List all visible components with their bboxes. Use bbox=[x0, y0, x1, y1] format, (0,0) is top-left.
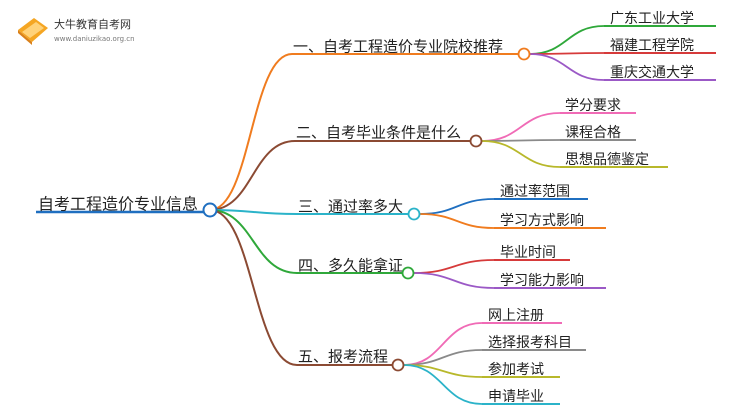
child-label: 福建工程学院 bbox=[610, 38, 694, 54]
child-connector bbox=[403, 364, 483, 405]
branch-connector bbox=[209, 209, 298, 274]
branch-node-circle bbox=[401, 266, 415, 280]
child-connector bbox=[419, 198, 495, 215]
child-connector bbox=[529, 53, 605, 81]
child-connector bbox=[481, 112, 561, 142]
child-label: 课程合格 bbox=[565, 125, 621, 141]
child-connector bbox=[529, 25, 605, 55]
book-icon bbox=[18, 18, 48, 45]
child-connector bbox=[419, 213, 495, 229]
child-label: 网上注册 bbox=[488, 308, 544, 324]
branch-connector bbox=[209, 140, 296, 211]
branch-connector bbox=[209, 209, 298, 215]
child-label: 思想品德鉴定 bbox=[565, 152, 649, 168]
brand-name: 大牛教育自考网 bbox=[54, 17, 131, 31]
brand-logo: 大牛教育自考网 www.daniuzikao.org.cn bbox=[14, 10, 174, 50]
child-label: 申请毕业 bbox=[488, 389, 544, 405]
branch-node-circle bbox=[407, 207, 421, 221]
branch-node-circle bbox=[469, 134, 483, 148]
child-connector bbox=[481, 139, 561, 142]
child-label: 参加考试 bbox=[488, 361, 544, 378]
branch-label: 四、多久能拿证 bbox=[298, 257, 403, 275]
child-label: 学分要求 bbox=[565, 98, 621, 114]
branch-label: 五、报考流程 bbox=[298, 348, 388, 366]
child-label: 学习能力影响 bbox=[500, 273, 584, 289]
child-label: 学习方式影响 bbox=[500, 213, 584, 229]
child-connector bbox=[481, 140, 561, 168]
branch-label: 二、自考毕业条件是什么 bbox=[296, 124, 461, 142]
child-connector bbox=[413, 259, 495, 274]
branch-connector bbox=[209, 53, 293, 211]
root-node-circle bbox=[202, 202, 218, 218]
child-label: 选择报考科目 bbox=[488, 335, 572, 351]
child-connector bbox=[529, 52, 605, 55]
branch-node-circle bbox=[517, 47, 531, 61]
child-label: 重庆交通大学 bbox=[610, 64, 694, 81]
child-label: 毕业时间 bbox=[500, 245, 556, 261]
child-label: 通过率范围 bbox=[500, 183, 570, 200]
child-connector bbox=[413, 272, 495, 289]
child-connector bbox=[403, 322, 483, 366]
branch-connector bbox=[209, 209, 298, 366]
branch-label: 一、自考工程造价专业院校推荐 bbox=[293, 38, 503, 56]
brand-url: www.daniuzikao.org.cn bbox=[54, 35, 135, 43]
branch-label: 三、通过率多大 bbox=[298, 198, 403, 216]
branch-node-circle bbox=[391, 358, 405, 372]
child-label: 广东工业大学 bbox=[610, 11, 694, 27]
root-label: 自考工程造价专业信息 bbox=[38, 195, 198, 214]
